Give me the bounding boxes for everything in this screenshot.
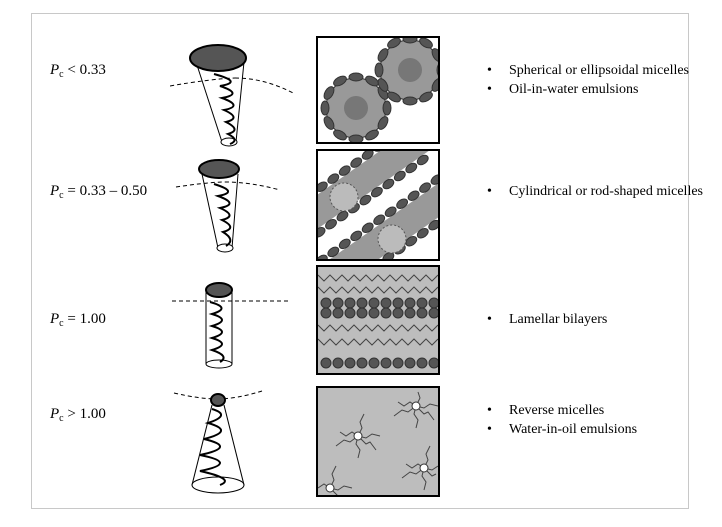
bullets-row-4: •Reverse micelles •Water-in-oil emulsion…: [487, 402, 637, 439]
panel-spherical-micelles: [316, 36, 440, 144]
figure-frame: [31, 13, 689, 509]
bullet-item: •Oil-in-water emulsions: [487, 82, 639, 97]
pc-label-3: Pc = 1.00: [50, 311, 106, 329]
pc-label-2: Pc = 0.33 – 0.50: [50, 183, 148, 201]
panel-cylindrical-micelles: [316, 149, 440, 261]
truncated-cone-large-head-icon: [170, 44, 296, 147]
truncated-cone-medium-head-icon: [175, 159, 281, 253]
bullets-row-3: •Lamellar bilayers: [487, 311, 607, 329]
cylinder-small-head-icon: [172, 282, 288, 369]
bullet-item: •Reverse micelles: [487, 403, 605, 418]
panel-reverse-micelles: [316, 386, 440, 497]
bullet-item: •Lamellar bilayers: [487, 312, 608, 327]
inverted-cone-small-head-icon: [173, 390, 263, 494]
bullet-item: •Cylindrical or rod-shaped micelles: [487, 184, 703, 199]
pc-label-1: Pc < 0.33: [50, 62, 106, 80]
bullet-item: •Water-in-oil emulsions: [487, 422, 638, 437]
bullets-row-1: •Spherical or ellipsoidal micelles •Oil-…: [487, 62, 689, 99]
bullets-row-2: •Cylindrical or rod-shaped micelles: [487, 183, 703, 201]
bullet-item: •Spherical or ellipsoidal micelles: [487, 63, 690, 78]
panel-lamellar-bilayer: [316, 265, 440, 375]
pc-label-4: Pc > 1.00: [50, 406, 106, 424]
